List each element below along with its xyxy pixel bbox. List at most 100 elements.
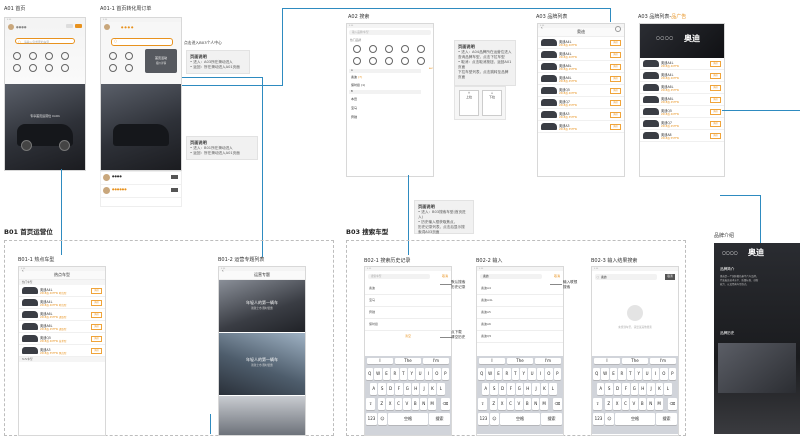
brand-logo-icon[interactable] xyxy=(369,57,377,65)
space-key[interactable]: 空格 xyxy=(500,413,540,425)
keyboard-key[interactable]: W xyxy=(601,368,609,380)
keyboard-key[interactable]: S xyxy=(605,383,613,395)
brand-logo-icon[interactable] xyxy=(29,52,37,60)
keyboard-key[interactable]: L xyxy=(549,383,557,395)
brand-logo-icon[interactable] xyxy=(401,57,409,65)
header-action-button[interactable] xyxy=(75,24,82,28)
keyboard-key[interactable]: P xyxy=(441,368,449,380)
emoji-key[interactable]: ☺ xyxy=(605,413,614,425)
keyboard-key[interactable]: F xyxy=(507,383,515,395)
keyboard-key[interactable]: H xyxy=(639,383,647,395)
keyboard-key[interactable]: S xyxy=(490,383,498,395)
promo-card[interactable]: 首页活动 报价详情 xyxy=(145,49,177,73)
keyboard-key[interactable]: K xyxy=(655,383,664,395)
keyboard-key[interactable]: H xyxy=(412,383,420,395)
shift-key[interactable]: ⇧ xyxy=(478,398,487,410)
list-item[interactable]: ●●●● xyxy=(101,172,181,185)
keyboard-key[interactable]: G xyxy=(403,383,411,395)
inquire-button[interactable]: 询价 xyxy=(710,109,721,115)
brand-logo-icon[interactable] xyxy=(45,64,53,72)
keyboard-key[interactable]: W xyxy=(374,368,382,380)
keyboard-key[interactable]: R xyxy=(503,368,511,380)
topic-card-2[interactable]: 年轻人的第一辆车 新款上市 限时优惠 xyxy=(219,333,305,395)
keyboard-key[interactable]: J xyxy=(647,383,655,395)
alphabet-index-bar[interactable]: ABCDEFGHJKLMNOPQRSTWXYZ xyxy=(429,68,434,70)
back-icon[interactable]: ‹ xyxy=(22,268,24,273)
brand-logo-icon[interactable] xyxy=(29,64,37,72)
shift-key[interactable]: ⇧ xyxy=(593,398,602,410)
search-key[interactable]: 搜索 xyxy=(541,413,562,425)
search-key[interactable]: 搜索 xyxy=(429,413,450,425)
inquire-button[interactable]: 询价 xyxy=(610,40,621,46)
inquire-button[interactable]: 询价 xyxy=(91,312,102,318)
inquire-button[interactable]: 询价 xyxy=(91,300,102,306)
inquire-button[interactable]: 询价 xyxy=(610,124,621,130)
keyboard-key[interactable]: C xyxy=(621,398,630,410)
brand-row-porsche[interactable]: 保时捷 (1) xyxy=(351,83,366,87)
inquire-button[interactable]: 询价 xyxy=(710,97,721,103)
keyboard-key[interactable]: C xyxy=(506,398,515,410)
cancel-button[interactable]: 取消 xyxy=(441,274,448,278)
inquire-button[interactable]: 询价 xyxy=(91,336,102,342)
brand-search-input[interactable]: 输入品牌/车型 xyxy=(349,30,431,35)
keyboard-key[interactable]: L xyxy=(437,383,445,395)
inquire-button[interactable]: 询价 xyxy=(91,348,102,354)
keyboard-key[interactable]: W xyxy=(486,368,494,380)
keyboard-key[interactable]: T xyxy=(399,368,407,380)
inquire-button[interactable]: 询价 xyxy=(610,76,621,82)
inquire-button[interactable]: 询价 xyxy=(710,61,721,67)
search-input[interactable]: ○ 请输入您想要的车型 xyxy=(15,38,75,44)
clear-history-button[interactable]: 清空 xyxy=(404,334,411,338)
keyboard-key[interactable]: X xyxy=(613,398,621,410)
keyboard-key[interactable]: K xyxy=(428,383,437,395)
avatar[interactable] xyxy=(104,24,110,30)
suggestion-item[interactable]: 奥迪A5 xyxy=(477,307,563,319)
keyboard-key[interactable]: A xyxy=(370,383,378,395)
inquire-button[interactable]: 询价 xyxy=(710,121,721,127)
brand-logo-icon[interactable] xyxy=(385,45,393,53)
cancel-button[interactable]: 取消 xyxy=(553,274,560,278)
keyboard-suggestion[interactable]: I xyxy=(479,358,505,364)
brand-logo-icon[interactable] xyxy=(353,57,361,65)
keyboard-key[interactable]: O xyxy=(660,368,668,380)
inquire-button[interactable]: 询价 xyxy=(91,288,102,294)
avatar[interactable] xyxy=(8,24,14,30)
keyboard-key[interactable]: Q xyxy=(366,368,374,380)
keyboard-key[interactable]: D xyxy=(498,383,507,395)
keyboard-key[interactable]: M xyxy=(428,398,436,410)
keyboard-key[interactable]: F xyxy=(622,383,630,395)
backspace-key[interactable]: ⌫ xyxy=(668,398,677,410)
numbers-key[interactable]: 123 xyxy=(593,413,604,425)
space-key[interactable]: 空格 xyxy=(615,413,655,425)
keyboard-key[interactable]: I xyxy=(651,368,660,380)
keyboard-key[interactable]: Q xyxy=(478,368,486,380)
suggestion-item[interactable]: 奥迪A4L xyxy=(477,295,563,307)
keyboard-key[interactable]: V xyxy=(515,398,523,410)
search-input[interactable]: ○ 奥迪 xyxy=(595,274,657,280)
search-input[interactable]: ○ xyxy=(111,38,173,46)
suggestion-item[interactable]: 奥迪A6 xyxy=(477,319,563,331)
keyboard-key[interactable]: N xyxy=(532,398,540,410)
header-secondary-button[interactable] xyxy=(66,24,73,28)
brand-logo-icon[interactable] xyxy=(125,64,133,72)
keyboard-key[interactable]: J xyxy=(420,383,428,395)
search-icon[interactable] xyxy=(615,26,621,32)
inquire-button[interactable]: 询价 xyxy=(610,64,621,70)
inquire-button[interactable]: 询价 xyxy=(710,73,721,79)
history-item[interactable]: 保时捷 xyxy=(365,319,451,331)
list-item-button[interactable] xyxy=(171,175,178,179)
keyboard-key[interactable]: D xyxy=(386,383,395,395)
